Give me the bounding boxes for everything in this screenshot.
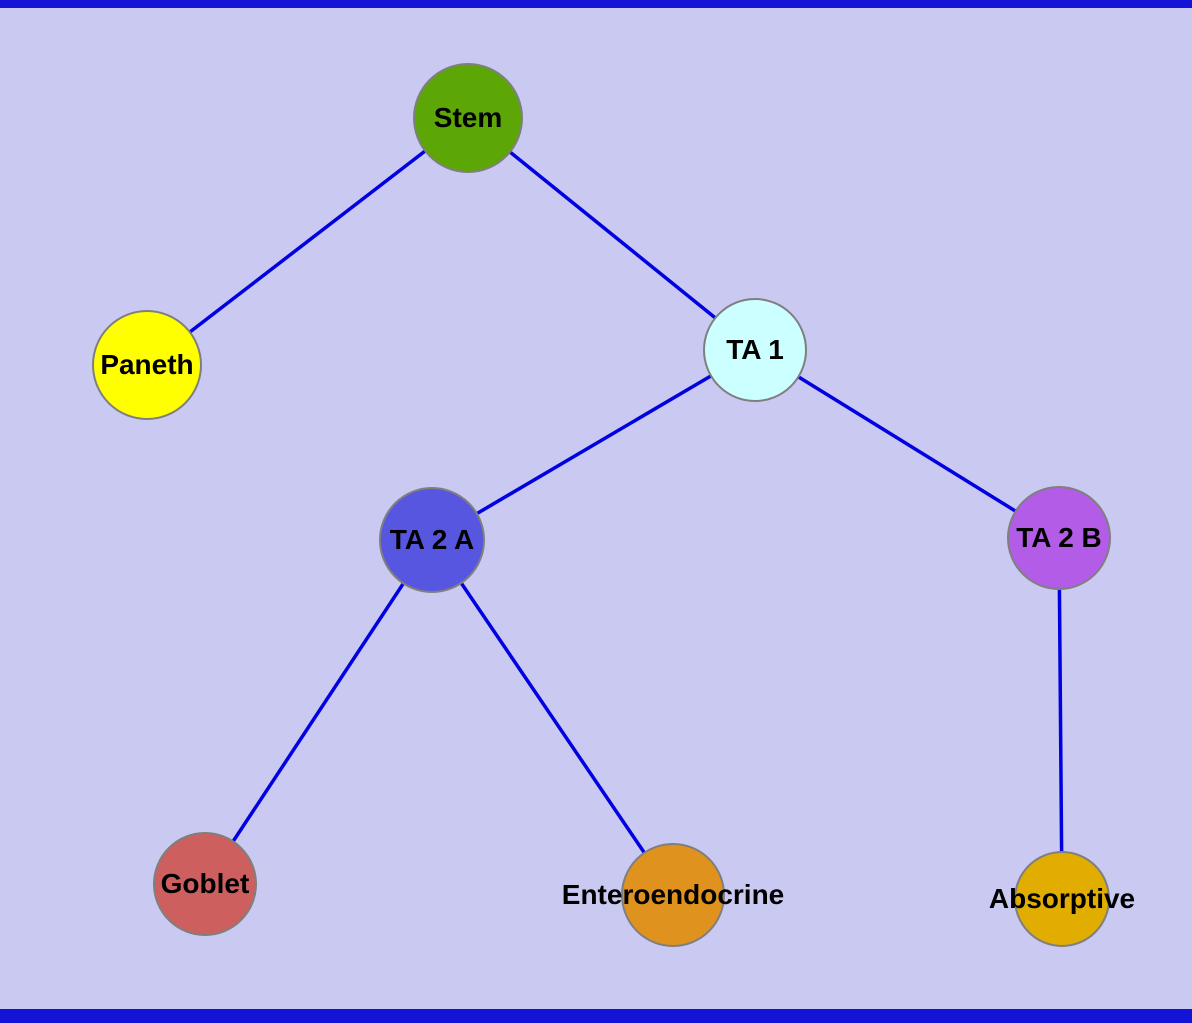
node-label: Paneth xyxy=(100,349,194,380)
node-label: TA 1 xyxy=(726,334,784,365)
node-goblet[interactable]: Goblet xyxy=(153,832,257,936)
node-ta2b[interactable]: TA 2 B xyxy=(1007,486,1111,590)
edge-stem-paneth xyxy=(145,116,470,367)
node-label: TA 2 B xyxy=(1016,522,1102,553)
node-ta2a[interactable]: TA 2 A xyxy=(379,487,485,593)
node-label: Goblet xyxy=(160,868,250,899)
edge-ta2a-goblet xyxy=(203,539,434,885)
node-ta1[interactable]: TA 1 xyxy=(703,298,807,402)
node-paneth[interactable]: Paneth xyxy=(92,310,202,420)
node-label: TA 2 A xyxy=(389,524,475,555)
edge-ta1-ta2a xyxy=(431,348,756,542)
edge-ta2b-absorptive xyxy=(1057,537,1064,900)
top-frame-border xyxy=(0,0,1192,8)
node-label: Stem xyxy=(433,102,503,133)
node-absorptive[interactable]: Absorptive xyxy=(989,851,1135,947)
edge-ta1-ta2b xyxy=(754,348,1060,540)
edge-stem-ta1 xyxy=(466,116,757,352)
node-stem[interactable]: Stem xyxy=(413,63,523,173)
edge-ta2a-enteroendocrine xyxy=(430,539,675,896)
node-enteroendocrine[interactable]: Enteroendocrine xyxy=(562,843,784,947)
bottom-frame-border xyxy=(0,1009,1192,1023)
